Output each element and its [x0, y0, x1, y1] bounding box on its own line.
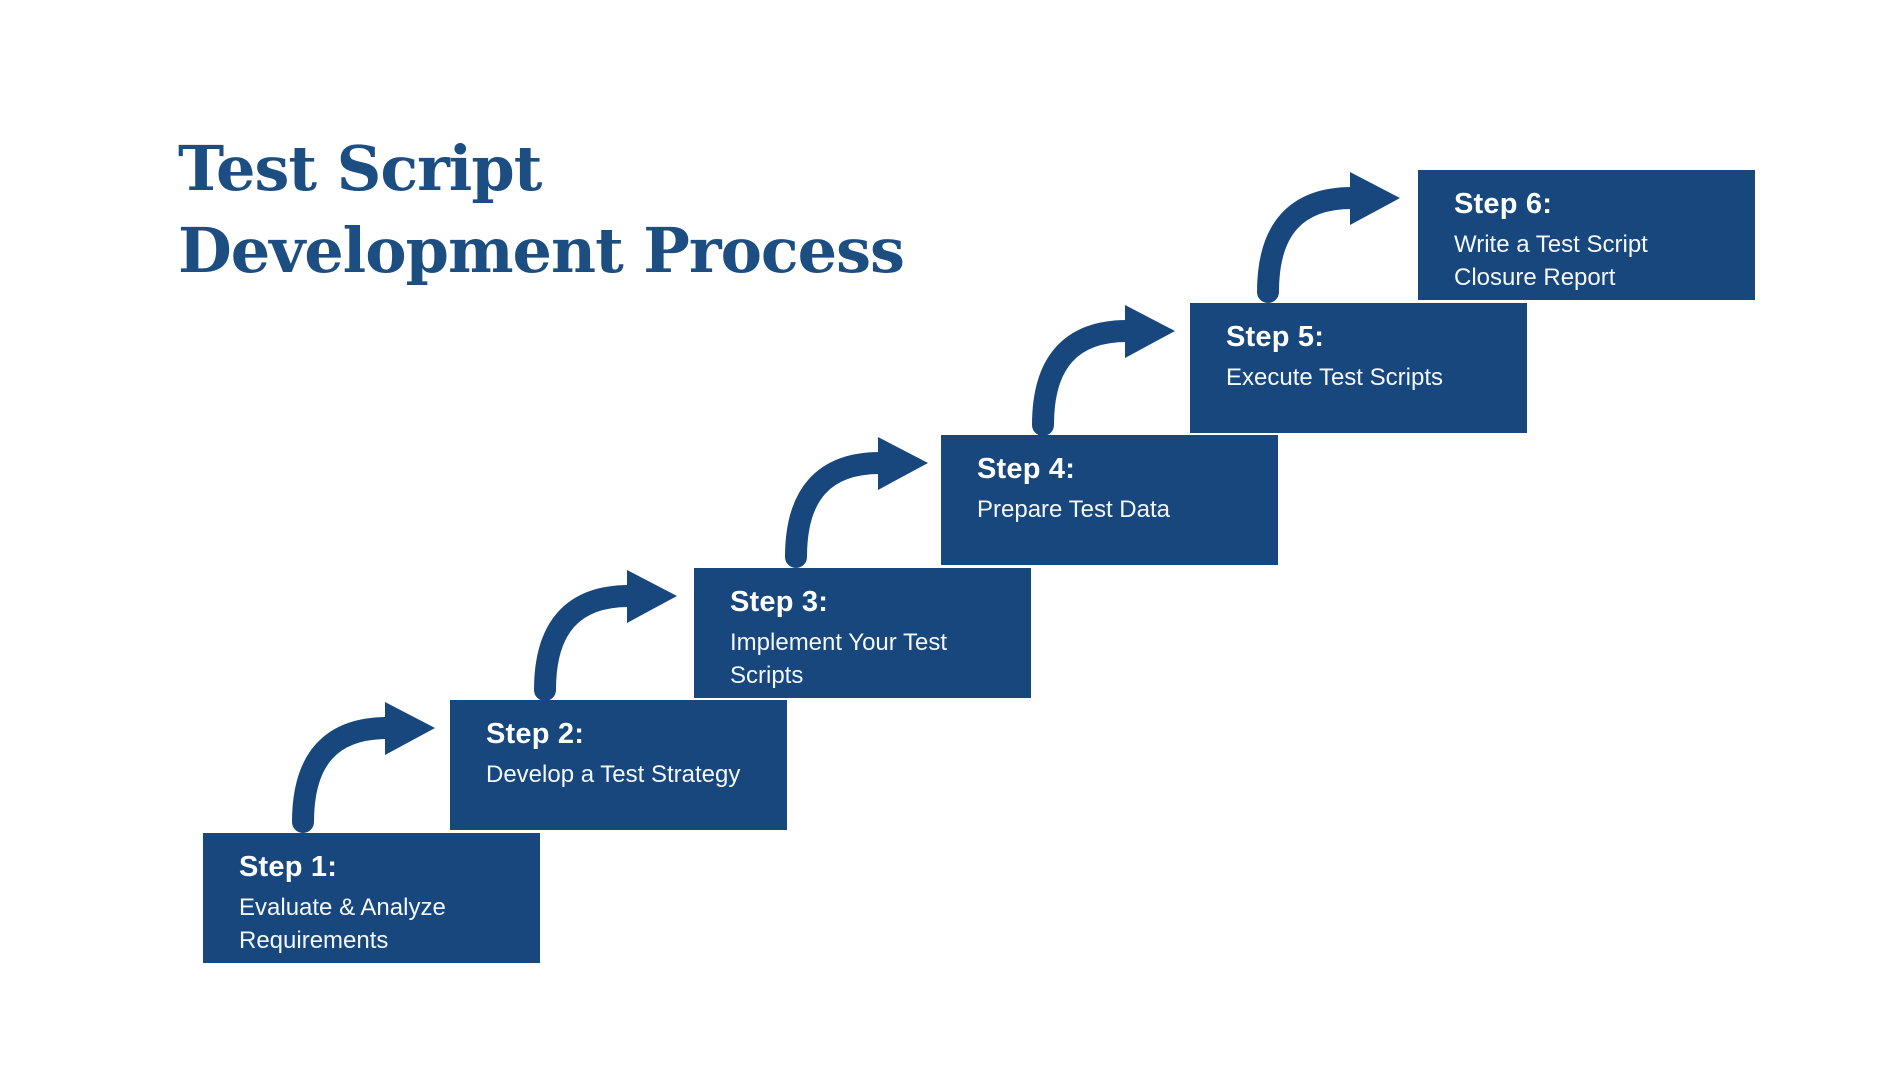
step-5-heading: Step 5: [1226, 321, 1325, 353]
step-box-4: Step 4: Prepare Test Data [941, 435, 1278, 565]
step-box-1: Step 1: Evaluate & Analyze Requirements [203, 833, 540, 963]
step-6-heading: Step 6: [1454, 188, 1553, 220]
step-4-description: Prepare Test Data [977, 496, 1170, 523]
step-6-description: Write a Test Script Closure Report [1454, 231, 1648, 291]
step-2-description: Develop a Test Strategy [486, 761, 741, 788]
step-box-2: Step 2: Develop a Test Strategy [450, 700, 787, 830]
step-2-heading: Step 2: [486, 718, 585, 750]
step-box-3: Step 3: Implement Your Test Scripts [694, 568, 1031, 698]
curved-arrow-icon [1257, 172, 1400, 303]
step-box-5: Step 5: Execute Test Scripts [1190, 303, 1527, 433]
page-title-line-1: Test Script [178, 132, 542, 205]
curved-arrow-icon [292, 702, 435, 833]
page-title: Test Script Development Process [178, 128, 905, 292]
step-4-heading: Step 4: [977, 453, 1076, 485]
curved-arrow-icon [1032, 305, 1175, 436]
step-5-description: Execute Test Scripts [1226, 364, 1443, 391]
step-1-heading: Step 1: [239, 851, 338, 883]
step-3-heading: Step 3: [730, 586, 829, 618]
step-1-description: Evaluate & Analyze Requirements [239, 894, 446, 954]
curved-arrow-icon [534, 570, 677, 701]
step-box-6: Step 6: Write a Test Script Closure Repo… [1418, 170, 1755, 300]
curved-arrow-icon [785, 437, 928, 568]
step-3-description: Implement Your Test Scripts [730, 629, 948, 689]
page-title-line-2: Development Process [178, 214, 905, 287]
